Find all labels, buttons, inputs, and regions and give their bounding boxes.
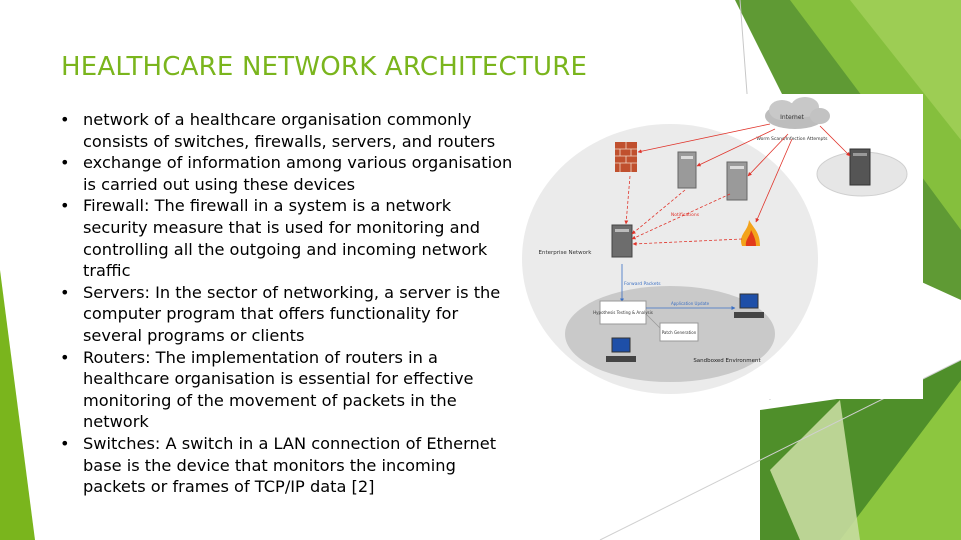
network-diagram: Internet Worm Scans/Infection Attempts bbox=[520, 94, 923, 399]
notifications-label: Notifications bbox=[671, 212, 700, 218]
slide-title: HEALTHCARE NETWORK ARCHITECTURE bbox=[61, 52, 588, 82]
bullet-item: • exchange of information among various o… bbox=[60, 152, 520, 195]
cloud-icon bbox=[765, 97, 830, 129]
sandbox-link bbox=[645, 313, 661, 329]
deco-shape-bottom-pale bbox=[770, 400, 860, 540]
internet-label: Internet bbox=[780, 114, 804, 121]
server-icon bbox=[611, 224, 633, 258]
update-label: Application Update bbox=[671, 301, 710, 306]
bullet-item: • Firewall: The firewall in a system is a… bbox=[60, 195, 520, 281]
firewall-icon bbox=[615, 142, 637, 172]
patch-box bbox=[659, 322, 699, 342]
bullet-item: • Servers: In the sector of networking, a… bbox=[60, 282, 520, 347]
bullet-glyph: • bbox=[60, 347, 70, 367]
bullet-glyph: • bbox=[60, 153, 70, 173]
computer-icon bbox=[606, 337, 636, 362]
bullet-list: • network of a healthcare organisation co… bbox=[60, 109, 520, 498]
worm-label: Worm Scans/Infection Attempts bbox=[756, 136, 828, 142]
bullet-glyph: • bbox=[60, 196, 70, 216]
bullet-item: • network of a healthcare organisation co… bbox=[60, 109, 520, 152]
server-icon bbox=[849, 148, 871, 186]
bullet-glyph: • bbox=[60, 433, 70, 453]
bullet-text: network of a healthcare organisation com… bbox=[83, 110, 496, 151]
bullet-glyph: • bbox=[60, 110, 70, 129]
deco-shape-top bbox=[850, 0, 961, 140]
enterprise-label: Enterprise Network bbox=[538, 250, 592, 256]
server-icon bbox=[726, 161, 748, 201]
hypothesis-label: Hypothesis Testing & Analysis bbox=[593, 310, 653, 315]
patch-label: Patch Generation bbox=[662, 330, 697, 335]
bullet-item: • Switches: A switch in a LAN connection … bbox=[60, 433, 520, 498]
bullet-text: Routers: The implementation of routers i… bbox=[83, 347, 474, 432]
bullet-text: Servers: In the sector of networking, a … bbox=[83, 282, 501, 345]
bullet-text: exchange of information among various or… bbox=[83, 153, 513, 194]
computer-icon bbox=[734, 293, 764, 318]
deco-shape-bottom-light bbox=[840, 380, 961, 540]
bullet-text: Firewall: The firewall in a system is a … bbox=[83, 196, 488, 281]
notification-arrows bbox=[624, 175, 743, 246]
hypothesis-box bbox=[599, 300, 647, 325]
bullet-text: Switches: A switch in a LAN connection o… bbox=[83, 433, 497, 497]
bullet-item: • Routers: The implementation of routers … bbox=[60, 347, 520, 433]
server-icon bbox=[677, 151, 697, 189]
sandbox-label: Sandboxed Environment bbox=[693, 358, 761, 364]
deco-shape-left bbox=[0, 270, 35, 540]
forward-label: Forward Packets bbox=[624, 281, 661, 287]
infection-arrows bbox=[637, 123, 851, 223]
fire-icon bbox=[741, 220, 760, 246]
bullet-glyph: • bbox=[60, 282, 70, 302]
